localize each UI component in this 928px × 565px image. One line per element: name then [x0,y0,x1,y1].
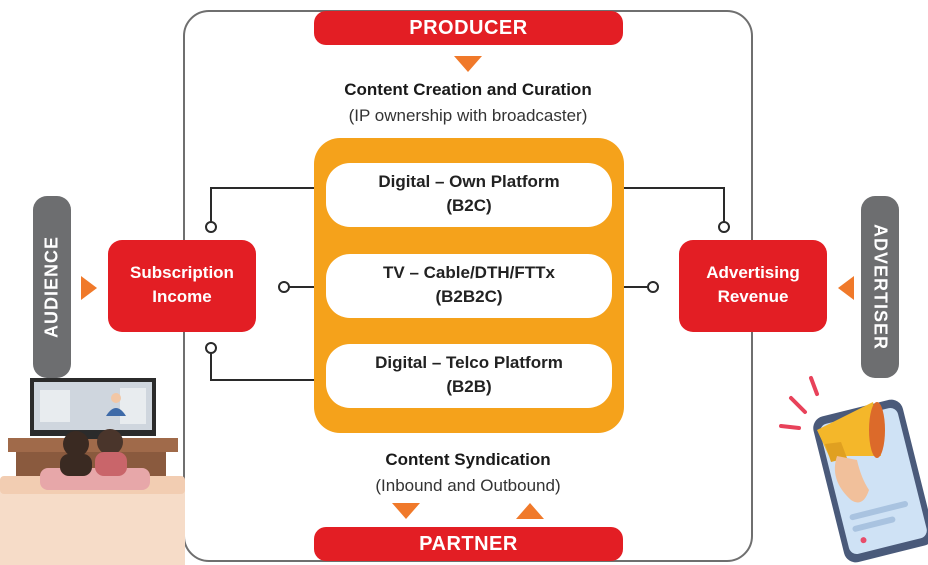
channel-name: Digital – Own Platform [378,172,560,191]
connector-subscription-top [210,187,314,223]
audience-label: AUDIENCE [33,196,71,378]
connector-node [718,221,730,233]
channel-digital-telco-platform: Digital – Telco Platform (B2B) [326,344,612,408]
content-syndication-title: Content Syndication [385,450,551,469]
arrow-left-icon [838,276,854,300]
subscription-line2: Income [152,287,212,306]
connector-node [278,281,290,293]
connector-advertising-top [624,187,725,223]
advertising-line2: Revenue [717,287,789,306]
arrow-down-icon [392,503,420,519]
channel-digital-own-platform: Digital – Own Platform (B2C) [326,163,612,227]
producer-label: PRODUCER [314,11,623,45]
subscription-line1: Subscription [130,263,234,282]
channel-type: (B2B2C) [435,287,503,306]
channel-type: (B2C) [446,196,492,215]
megaphone-phone-illustration [779,376,928,563]
arrow-right-icon [81,276,97,300]
partner-label: PARTNER [314,527,623,561]
arrow-up-icon [516,503,544,519]
tv-audience-illustration [0,378,185,565]
advertising-revenue-box: Advertising Revenue [679,240,827,332]
audience-text: AUDIENCE [41,235,62,339]
advertiser-label: ADVERTISER [861,196,899,378]
content-syndication-subtitle: (Inbound and Outbound) [375,476,561,495]
channel-type: (B2B) [446,377,492,396]
advertising-line1: Advertising [706,263,800,282]
connector-subscription-bottom [210,352,314,381]
content-creation-title: Content Creation and Curation [344,80,592,99]
content-creation-subtitle: (IP ownership with broadcaster) [348,106,588,125]
subscription-income-box: Subscription Income [108,240,256,332]
channel-name: Digital – Telco Platform [375,353,563,372]
advertiser-text: ADVERTISER [870,223,891,351]
connector-node [205,342,217,354]
connector-node [647,281,659,293]
connector-node [205,221,217,233]
channel-name: TV – Cable/DTH/FTTx [383,263,555,282]
channel-tv-cable: TV – Cable/DTH/FTTx (B2B2C) [326,254,612,318]
arrow-down-icon [454,56,482,72]
